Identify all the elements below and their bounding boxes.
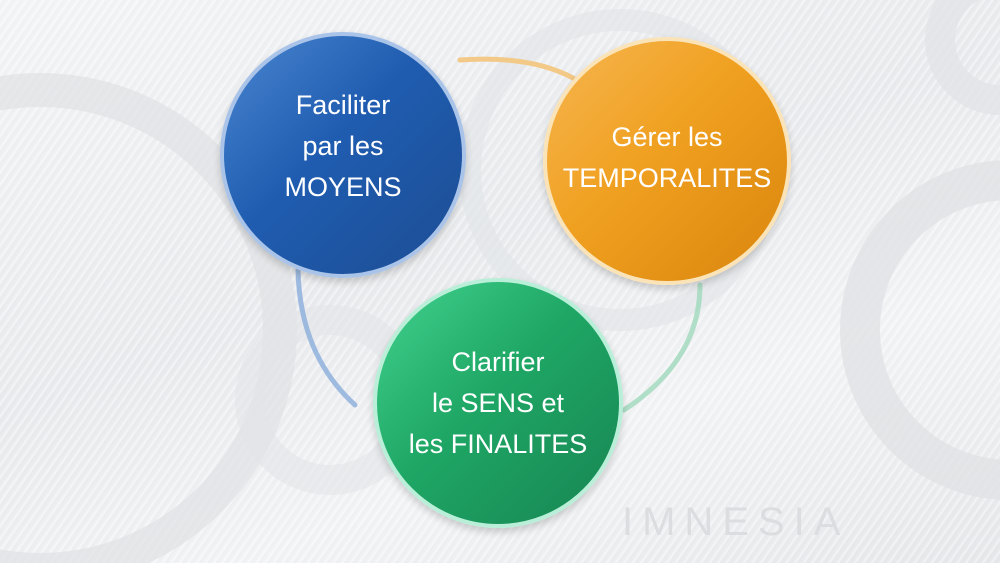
node-sens-line-2: le SENS et <box>431 387 565 418</box>
node-temporalites-line-1: Gérer les <box>611 122 723 152</box>
connector-moyens-temporalites <box>457 56 576 81</box>
node-moyens: Faciliter par les MOYENS <box>220 32 466 278</box>
node-temporalites-line-2: TEMPORALITES <box>562 163 772 193</box>
node-sens-line-1: Clarifier <box>451 346 545 377</box>
node-moyens-line-3: MOYENS <box>284 171 402 202</box>
node-sens: Clarifier le SENS et les FINALITES <box>373 278 623 528</box>
node-temporalites: Gérer les TEMPORALITES <box>543 37 791 285</box>
node-moyens-line-2: par les <box>302 130 384 161</box>
node-moyens-line-1: Faciliter <box>295 89 391 120</box>
connector-sens-moyens <box>295 267 358 408</box>
node-sens-line-3: les FINALITES <box>408 428 588 459</box>
watermark-logo: IMNESIA <box>622 500 850 544</box>
connector-temporalites-sens <box>621 282 703 413</box>
